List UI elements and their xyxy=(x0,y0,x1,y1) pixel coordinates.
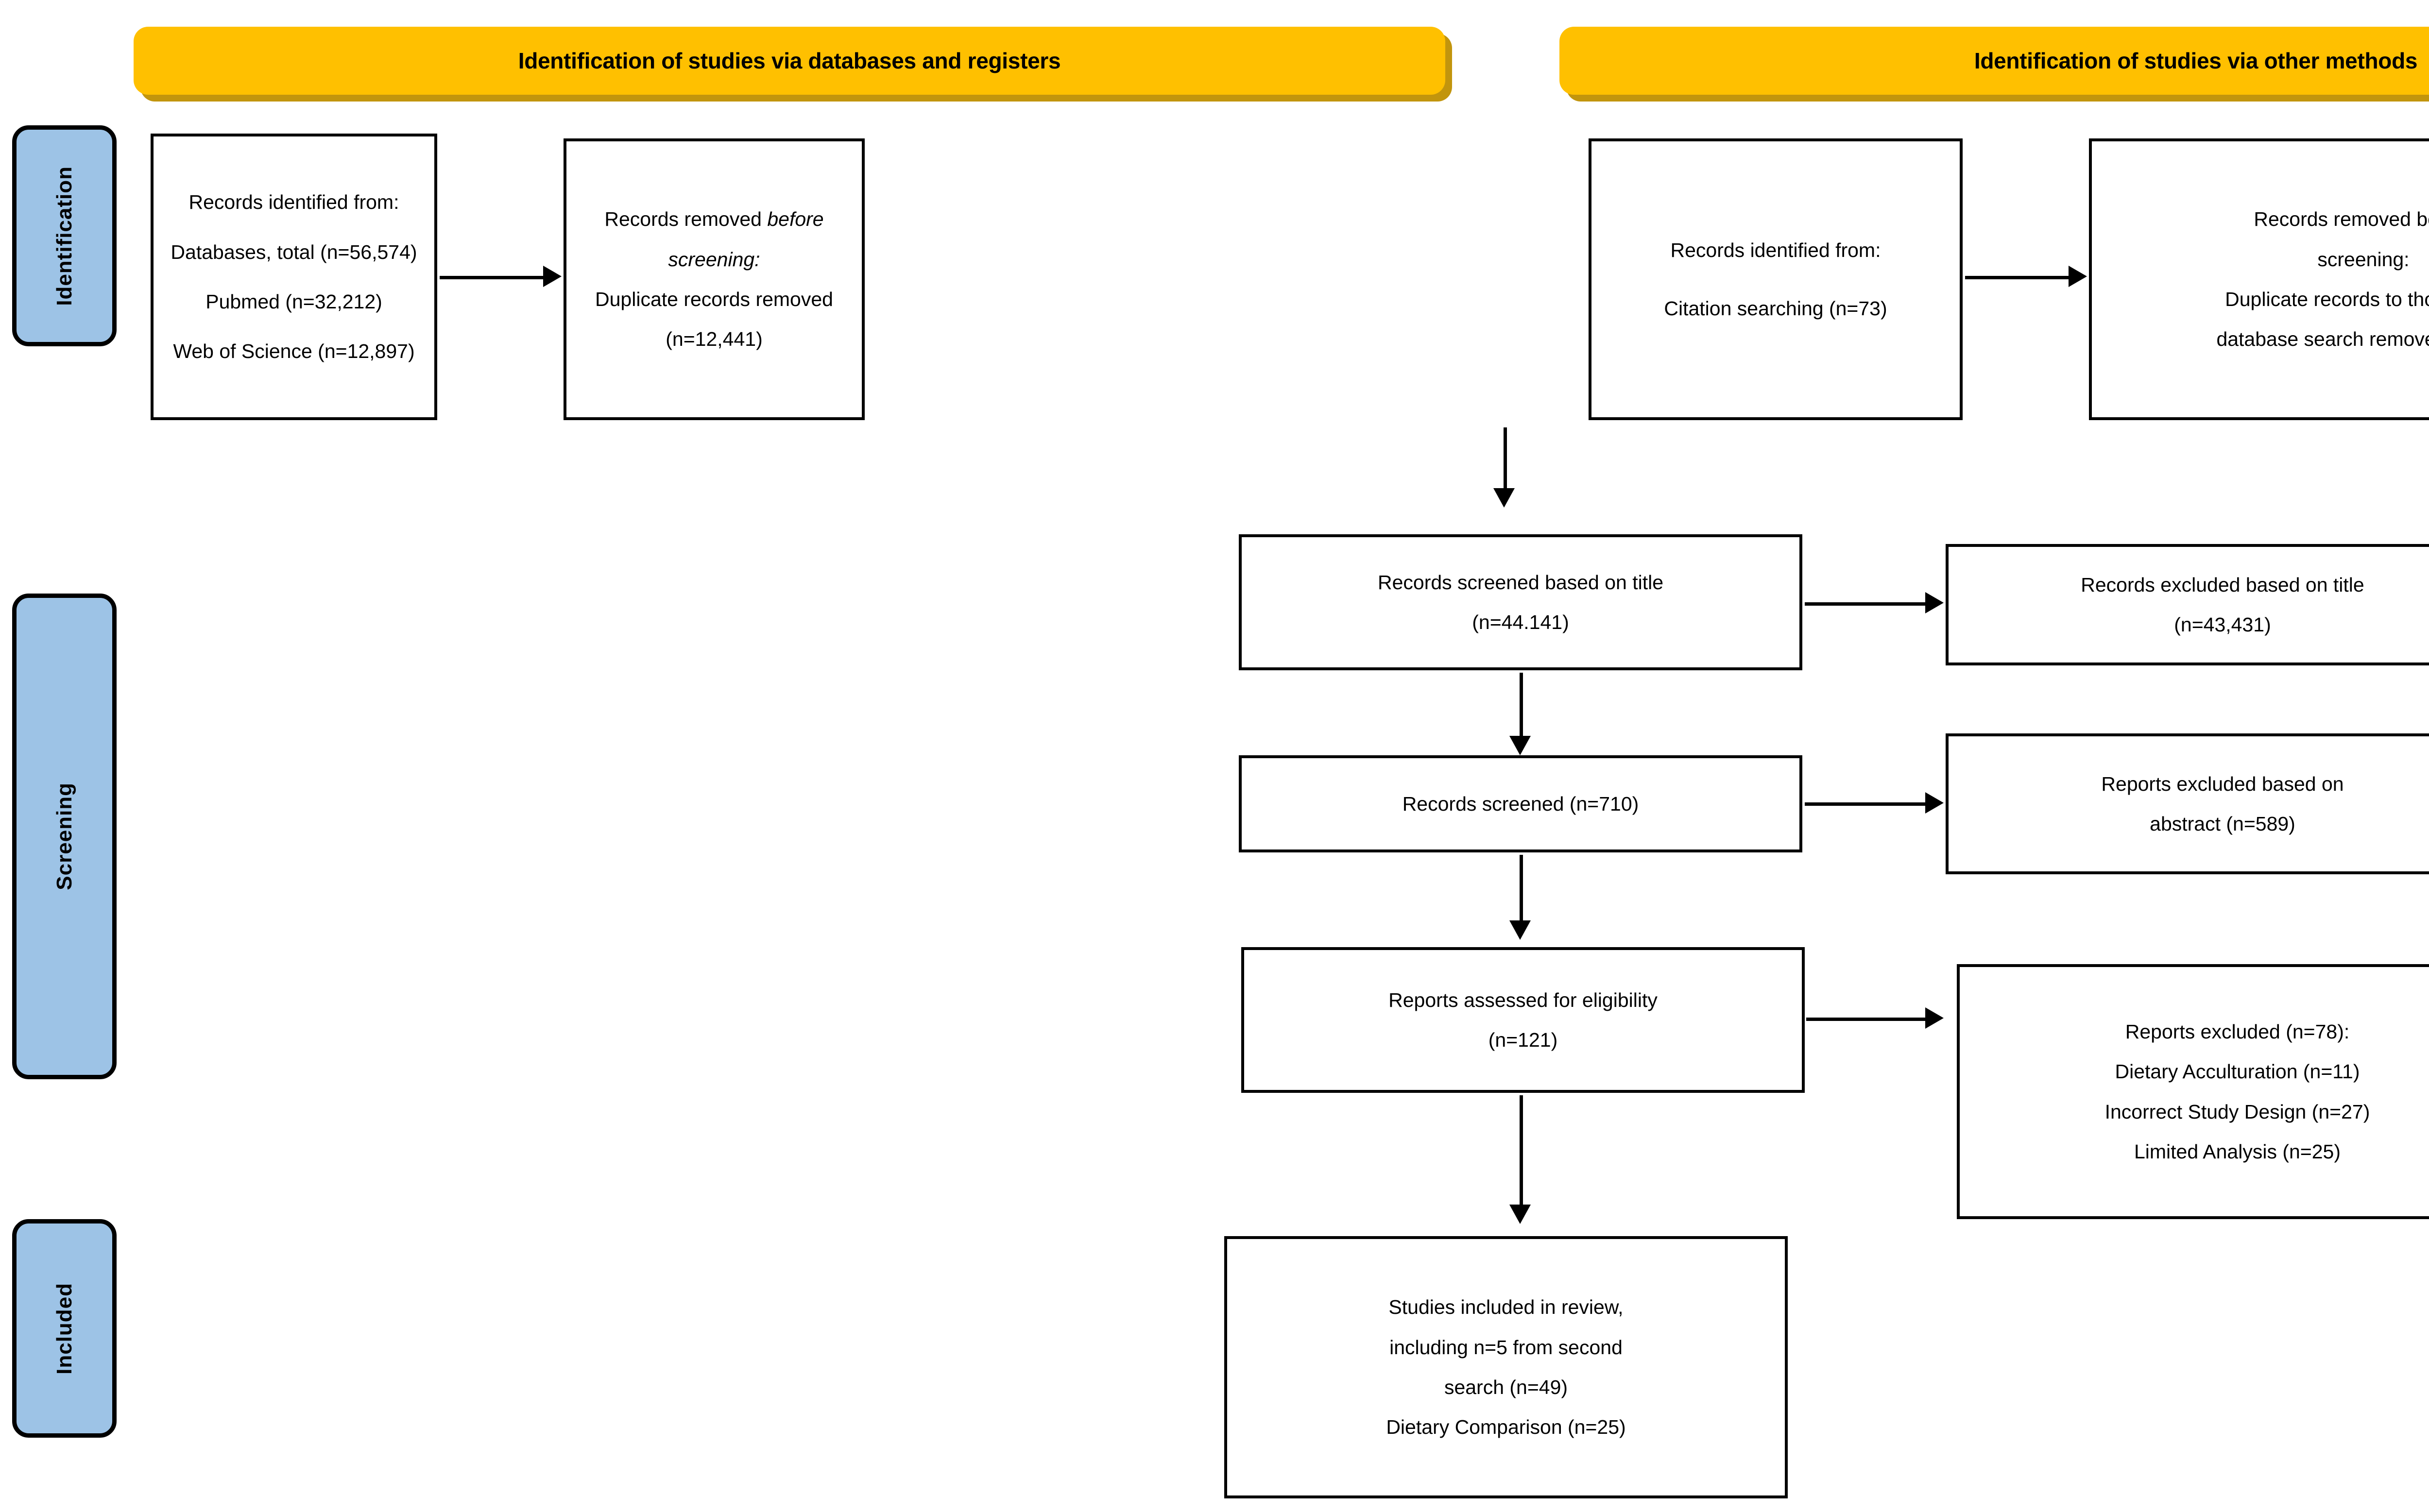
node-line: Records screened (n=710) xyxy=(1402,792,1639,815)
arrowhead-screened-title-to-excluded-title xyxy=(1925,592,1944,613)
arrowhead-eligibility-to-included xyxy=(1509,1205,1531,1224)
node-reports-excluded-based-on-abstract: Reports excluded based on abstract (n=58… xyxy=(1946,733,2429,874)
connector-screened-title-to-excluded-title xyxy=(1805,602,1926,606)
connector-eligibility-to-reports-excluded xyxy=(1806,1018,1928,1021)
banner-identification-other-methods: Identification of studies via other meth… xyxy=(1559,27,2429,95)
node-line: Records excluded based on title xyxy=(2081,573,2364,596)
node-records-screened: Records screened (n=710) xyxy=(1239,755,1802,852)
banner-label-databases: Identification of studies via databases … xyxy=(518,48,1061,73)
node-line: Studies included in review, xyxy=(1388,1296,1624,1319)
node-line: Reports excluded (n=78): xyxy=(2125,1020,2350,1043)
arrowhead-other-identified-to-removed xyxy=(2069,266,2087,287)
node-records-removed-before-screening-databases: Records removed before screening: Duplic… xyxy=(564,138,865,420)
node-line: Duplicate records to those from xyxy=(2225,288,2429,310)
node-line: Records removed before xyxy=(579,207,849,231)
node-line: Duplicate records removed xyxy=(595,288,833,310)
node-reports-excluded-with-reasons: Reports excluded (n=78): Dietary Accultu… xyxy=(1957,964,2429,1219)
connector-eligibility-to-included xyxy=(1520,1095,1523,1207)
stage-rail-screening: Screening xyxy=(12,594,117,1079)
arrowhead-records-screened-to-excluded-abstract xyxy=(1925,792,1944,814)
node-records-screened-based-on-title: Records screened based on title (n=44.14… xyxy=(1239,534,1802,670)
node-line: abstract (n=589) xyxy=(2150,813,2295,835)
node-line: Databases, total (n=56,574) xyxy=(171,240,417,263)
node-line: (n=12,441) xyxy=(666,328,763,351)
node-line: Records identified from: xyxy=(188,191,399,214)
node-line: Records screened based on title xyxy=(1377,571,1663,594)
node-line: Records identified from: xyxy=(1670,238,1881,261)
connector-records-screened-to-excluded-abstract xyxy=(1805,802,1926,806)
node-line: Dietary Acculturation (n=11) xyxy=(2115,1060,2360,1083)
node-line: search (n=49) xyxy=(1444,1376,1568,1398)
node-reports-assessed-for-eligibility: Reports assessed for eligibility (n=121) xyxy=(1241,947,1805,1093)
node-line: Web of Science (n=12,897) xyxy=(173,340,415,363)
node-line: (n=43,431) xyxy=(2174,613,2271,636)
arrowhead-records-screened-to-eligibility xyxy=(1509,920,1531,940)
node-records-excluded-based-on-title: Records excluded based on title (n=43,43… xyxy=(1946,544,2429,665)
node-line: (n=44.141) xyxy=(1472,611,1569,633)
node-line: (n=121) xyxy=(1488,1029,1558,1051)
node-line-emphasis: before xyxy=(767,208,824,231)
banner-label-other-methods: Identification of studies via other meth… xyxy=(1974,48,2418,73)
node-line: database search removed (n=65) xyxy=(2216,328,2429,351)
stage-rail-included: Included xyxy=(12,1219,117,1438)
node-line: Limited Analysis (n=25) xyxy=(2134,1140,2341,1163)
node-line: Reports assessed for eligibility xyxy=(1388,988,1658,1011)
arrowhead-identification-to-screening xyxy=(1493,488,1515,508)
connector-screened-title-to-records-screened xyxy=(1520,673,1523,738)
node-studies-included-in-review: Studies included in review, including n=… xyxy=(1224,1236,1788,1498)
node-records-removed-before-screening-other: Records removed before screening: Duplic… xyxy=(2089,138,2429,420)
stage-rail-label-identification: Identification xyxy=(52,166,76,306)
connector-identification-to-screening xyxy=(1504,427,1507,491)
node-line: Citation searching (n=73) xyxy=(1664,297,1887,320)
node-line: Records removed before xyxy=(2254,208,2429,231)
stage-rail-label-screening: Screening xyxy=(52,782,76,890)
node-line-text: Records removed xyxy=(604,208,768,231)
arrowhead-db-identified-to-removed xyxy=(543,266,562,287)
stage-rail-identification: Identification xyxy=(12,125,117,346)
node-line: Pubmed (n=32,212) xyxy=(205,290,382,313)
node-line: screening: xyxy=(2317,248,2410,271)
connector-other-identified-to-removed xyxy=(1965,276,2070,279)
connector-records-screened-to-eligibility xyxy=(1520,855,1523,923)
node-line: including n=5 from second xyxy=(1389,1336,1623,1359)
node-line: Incorrect Study Design (n=27) xyxy=(2104,1100,2370,1123)
node-line: screening: xyxy=(668,248,760,271)
stage-rail-label-included: Included xyxy=(52,1282,76,1375)
banner-identification-databases: Identification of studies via databases … xyxy=(134,27,1445,95)
connector-db-identified-to-removed xyxy=(440,276,544,279)
arrowhead-eligibility-to-reports-excluded xyxy=(1925,1007,1944,1029)
arrowhead-screened-title-to-records-screened xyxy=(1509,736,1531,755)
node-records-identified-other-methods: Records identified from: Citation search… xyxy=(1589,138,1963,420)
node-line: Dietary Comparison (n=25) xyxy=(1386,1416,1626,1439)
node-records-identified-databases: Records identified from: Databases, tota… xyxy=(151,134,437,420)
node-line: Reports excluded based on xyxy=(2101,772,2344,795)
